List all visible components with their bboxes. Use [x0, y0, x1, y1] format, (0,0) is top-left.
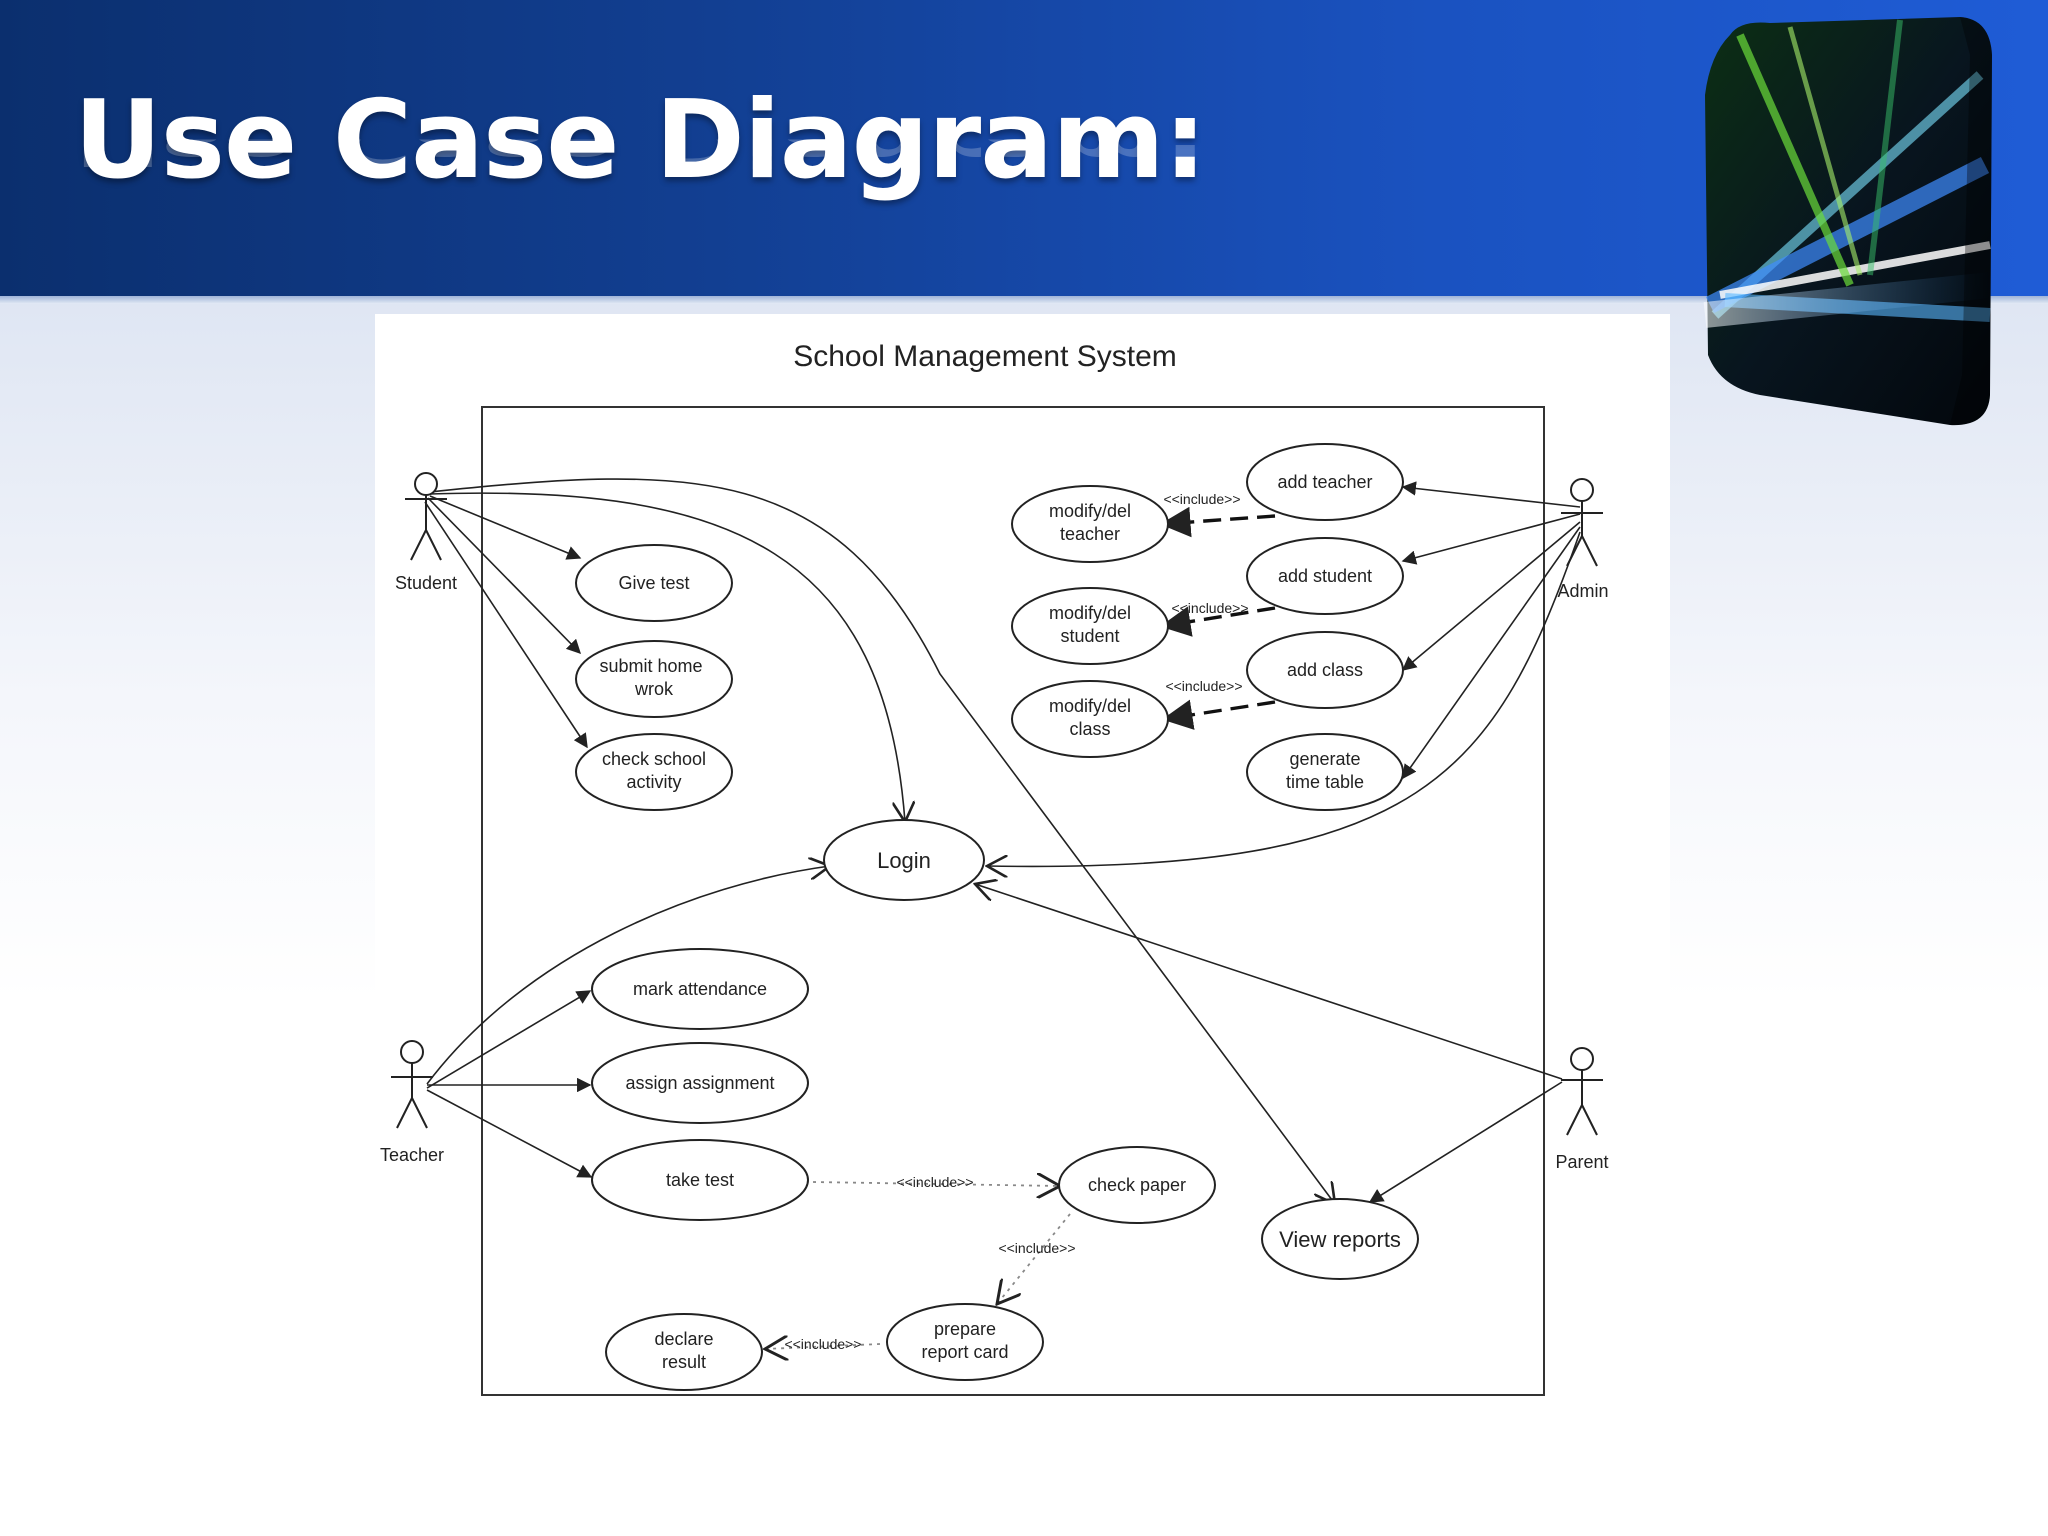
- actor-label-admin: Admin: [1557, 581, 1608, 601]
- svg-text:wrok: wrok: [634, 679, 674, 699]
- svg-text:take test: take test: [666, 1170, 734, 1190]
- svg-text:activity: activity: [626, 772, 681, 792]
- svg-text:check school: check school: [602, 749, 706, 769]
- use-case-diagram: School Management System <<include>> <<i…: [380, 340, 1609, 1396]
- svg-text:add class: add class: [1287, 660, 1363, 680]
- admin-add-teacher-link: [1401, 481, 1581, 508]
- slide-title: Use Case Diagram:: [74, 78, 1207, 203]
- use-case-modify-del-teacher: modify/del teacher: [1011, 485, 1169, 563]
- svg-text:submit home: submit home: [599, 656, 702, 676]
- teacher-login-link: [426, 866, 830, 1085]
- light-burst-cube-decoration: [1703, 17, 1992, 426]
- svg-text:mark attendance: mark attendance: [633, 979, 767, 999]
- use-case-modify-del-student: modify/del student: [1011, 587, 1169, 665]
- svg-text:add teacher: add teacher: [1277, 472, 1372, 492]
- use-case-take-test: take test: [591, 1139, 809, 1221]
- actor-student: Student: [395, 472, 457, 593]
- admin-add-class-link: [1401, 521, 1581, 671]
- use-case-submit-homework: submit home wrok: [575, 640, 733, 718]
- use-case-assign-assignment: assign assignment: [591, 1042, 809, 1124]
- svg-text:Give test: Give test: [618, 573, 689, 593]
- actor-parent: Parent: [1555, 1047, 1609, 1172]
- use-case-add-teacher: add teacher: [1246, 443, 1404, 521]
- include-take-test-check-paper: [812, 1182, 1060, 1186]
- student-submit-homework-link: [427, 497, 582, 655]
- include-check-paper-report-card: [997, 1213, 1071, 1304]
- slide-title-reflection: Use Case Diagram:: [74, 139, 1206, 179]
- admin-add-student-link: [1401, 513, 1581, 565]
- use-case-view-reports: View reports: [1261, 1198, 1419, 1280]
- svg-text:assign assignment: assign assignment: [625, 1073, 774, 1093]
- svg-text:report card: report card: [921, 1342, 1008, 1362]
- actor-admin: Admin: [1557, 478, 1609, 601]
- svg-text:modify/del: modify/del: [1049, 603, 1131, 623]
- include-label-declare: <<include>>: [784, 1336, 861, 1352]
- use-case-login: Login: [823, 819, 985, 901]
- use-case-prepare-report-card: prepare report card: [886, 1303, 1044, 1381]
- admin-login-link: [987, 531, 1581, 866]
- student-view-reports-link: [429, 478, 1335, 1204]
- include-add-teacher: [1159, 506, 1276, 538]
- svg-text:modify/del: modify/del: [1049, 501, 1131, 521]
- use-case-generate-time-table: generate time table: [1246, 733, 1404, 811]
- include-label-student: <<include>>: [1171, 600, 1248, 616]
- actor-teacher: Teacher: [380, 1040, 444, 1165]
- svg-text:View reports: View reports: [1279, 1227, 1401, 1252]
- svg-text:generate: generate: [1289, 749, 1360, 769]
- include-label-check-paper: <<include>>: [896, 1174, 973, 1190]
- teacher-mark-attendance-link: [426, 990, 592, 1089]
- include-add-student: [1159, 606, 1276, 637]
- svg-text:prepare: prepare: [934, 1319, 996, 1339]
- parent-view-reports-link: [1368, 1081, 1563, 1203]
- use-case-add-student: add student: [1246, 537, 1404, 615]
- svg-text:add student: add student: [1278, 566, 1372, 586]
- student-login-link: [429, 492, 905, 822]
- actor-label-parent: Parent: [1555, 1152, 1608, 1172]
- svg-text:teacher: teacher: [1060, 524, 1120, 544]
- include-label-report-card: <<include>>: [998, 1240, 1075, 1256]
- include-add-class: [1161, 699, 1276, 730]
- use-case-diagram-panel: School Management System <<include>> <<i…: [375, 314, 1670, 1404]
- admin-generate-timetable-link: [1402, 526, 1581, 780]
- svg-text:check paper: check paper: [1088, 1175, 1186, 1195]
- system-boundary: [481, 406, 1545, 1396]
- use-case-check-school-activity: check school activity: [575, 733, 733, 811]
- use-case-mark-attendance: mark attendance: [591, 948, 809, 1030]
- actor-label-student: Student: [395, 573, 457, 593]
- parent-login-link: [975, 884, 1563, 1080]
- use-case-modify-del-class: modify/del class: [1011, 680, 1169, 758]
- svg-text:Login: Login: [877, 848, 931, 873]
- include-label-teacher: <<include>>: [1163, 491, 1240, 507]
- header-divider: [0, 296, 2048, 304]
- actor-label-teacher: Teacher: [380, 1145, 444, 1165]
- svg-text:time table: time table: [1286, 772, 1364, 792]
- use-case-add-class: add class: [1246, 631, 1404, 709]
- svg-text:declare: declare: [654, 1329, 713, 1349]
- include-label-class: <<include>>: [1165, 678, 1242, 694]
- student-give-test-link: [429, 495, 582, 560]
- include-report-card-declare: [765, 1344, 881, 1349]
- use-case-check-paper: check paper: [1058, 1146, 1216, 1224]
- diagram-title: School Management System: [793, 340, 1177, 373]
- use-case-give-test: Give test: [575, 544, 733, 622]
- svg-text:student: student: [1060, 626, 1119, 646]
- teacher-take-test-link: [426, 1089, 593, 1178]
- use-case-declare-result: declare result: [605, 1313, 763, 1391]
- svg-text:result: result: [662, 1352, 706, 1372]
- student-check-activity-link: [424, 501, 588, 749]
- svg-text:class: class: [1069, 719, 1110, 739]
- svg-text:modify/del: modify/del: [1049, 696, 1131, 716]
